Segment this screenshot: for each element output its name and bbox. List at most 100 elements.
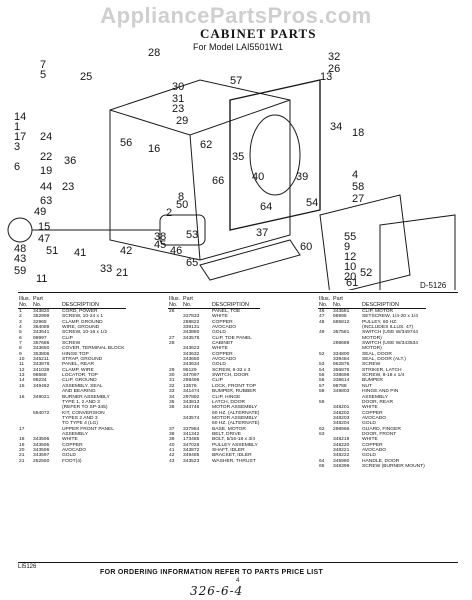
illus-number: 59 <box>319 399 325 405</box>
illus-number: 40 <box>169 442 175 448</box>
parts-row: ASSEMBLY <box>18 432 126 437</box>
part-description: TO TYPE 4 (LG) <box>62 421 98 427</box>
part-description: COPPER <box>62 442 83 448</box>
callout-number: 16 <box>148 143 160 155</box>
part-number: 343595 <box>33 442 50 448</box>
part-description: SHAFT, IDLER <box>212 447 245 453</box>
model-subtitle: For Model LAI5501W1 <box>193 42 284 52</box>
part-description: LOCATOR, TOP <box>62 373 98 379</box>
illus-number: 6 <box>19 335 22 341</box>
part-number: 343650 <box>33 346 50 352</box>
callout-number: 11 <box>36 273 47 285</box>
callout-number: 51 <box>46 245 58 257</box>
col-header-illus: Illus.No. <box>18 296 32 309</box>
part-number: 348220 <box>333 442 350 448</box>
part-description: GOLD <box>62 453 76 459</box>
part-number: 337984 <box>183 426 200 432</box>
illus-number: 21 <box>19 453 25 459</box>
illus-number: 26 <box>169 309 175 314</box>
part-description: ASSEMBLY <box>62 431 89 437</box>
part-description: SCREW, 10-16 x 1/2 <box>62 330 108 336</box>
callout-number: 66 <box>212 175 224 187</box>
page-number: 4 <box>236 578 240 584</box>
part-number: 364089 <box>33 325 50 331</box>
part-description: WIRE, GROUND <box>62 325 100 331</box>
illus-number: 16 <box>19 394 25 400</box>
part-description: AVOCADO <box>362 447 387 453</box>
part-number: 343880 <box>183 330 200 336</box>
callout-number: 7 <box>40 59 46 71</box>
illus-number: 65 <box>319 463 325 469</box>
callout-number: 30 <box>172 81 184 93</box>
callout-number: 18 <box>352 127 364 139</box>
callout-number: 4 <box>352 169 358 181</box>
part-description: MOTOR ASSEMBLY <box>212 405 258 411</box>
callout-number: 41 <box>74 247 86 259</box>
part-number: 343872 <box>183 447 200 453</box>
illus-number: 13 <box>19 373 25 379</box>
part-number: 343597 <box>33 453 50 459</box>
callout-number: 33 <box>100 263 112 275</box>
illus-number: 64 <box>319 458 325 464</box>
callout-number: 8 <box>178 191 184 203</box>
part-number: 337833 <box>183 314 200 320</box>
callout-number: 9 <box>344 241 350 253</box>
callout-number: 59 <box>14 265 26 277</box>
part-number: 297892 <box>183 394 200 400</box>
illus-number: 21 <box>19 458 25 464</box>
callout-number: 12 <box>344 251 356 263</box>
callout-number: 55 <box>344 231 356 243</box>
illus-number: 58 <box>319 389 325 395</box>
illus-number: 1 <box>19 309 22 314</box>
part-description: SWITCH (USE W/349744 <box>362 330 418 336</box>
part-description: WHITE <box>62 437 78 443</box>
illus-number: 9 <box>19 351 22 357</box>
part-description: PANEL, TOE <box>212 309 241 314</box>
part-number: 345980 <box>333 458 350 464</box>
illus-number: 55 <box>319 373 325 379</box>
part-number: 344746 <box>183 405 200 411</box>
callout-number: 14 <box>14 111 26 123</box>
callout-number: 52 <box>360 267 372 279</box>
parts-row: MOTOR) <box>318 346 426 351</box>
callout-number: 46 <box>170 245 182 257</box>
col-header-description: DESCRIPTION <box>61 296 126 309</box>
illus-number: 39 <box>169 437 175 443</box>
callout-number: 60 <box>300 241 312 253</box>
parts-row: TO TYPE 4 (LG) <box>18 421 126 426</box>
callout-number: 15 <box>38 221 50 233</box>
callout-number: 26 <box>328 63 340 75</box>
part-description: GOLD <box>212 362 226 368</box>
col-header-description: DESCRIPTION <box>361 296 426 309</box>
part-description: CLIP, MOTOR <box>362 309 394 314</box>
illus-number: 63 <box>319 431 325 437</box>
illus-number: 30 <box>169 373 175 379</box>
part-number: 98997 <box>33 335 47 341</box>
part-number: 334800 <box>333 351 350 357</box>
part-description: HINGE AND PIN <box>362 389 399 395</box>
illus-number: 62 <box>319 426 325 432</box>
part-description: CLIP, GROUND <box>62 378 97 384</box>
callout-number: 40 <box>252 171 264 183</box>
figure-code: D-5126 <box>420 281 447 290</box>
part-description: STRAP, GROUND <box>62 357 103 363</box>
part-number: 343574 <box>183 415 200 421</box>
part-description: MOTOR) <box>362 346 382 352</box>
callout-number: 17 <box>14 131 26 143</box>
part-number: 338614 <box>333 378 350 384</box>
